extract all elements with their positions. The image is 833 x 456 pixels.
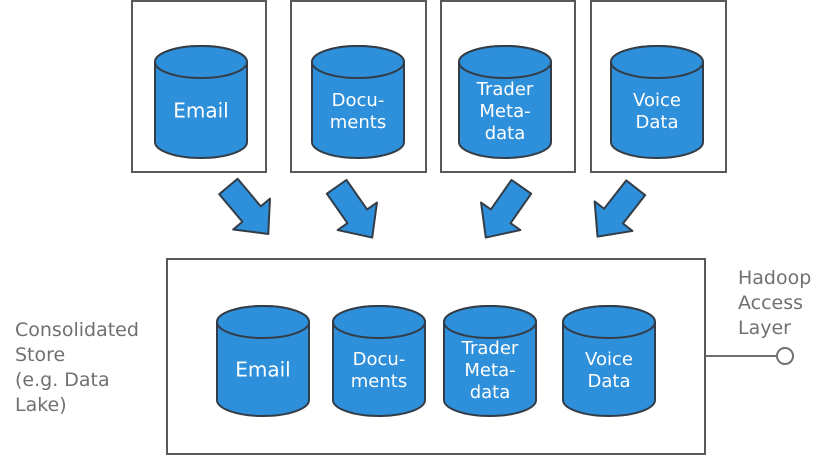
source-email-cylinder: Email bbox=[154, 45, 248, 159]
store-documents-cylinder-top bbox=[332, 305, 426, 339]
store-voice-data-label-line: Data bbox=[588, 371, 631, 392]
source-voice-data-label-line: Data bbox=[636, 112, 679, 133]
store-trader-metadata-label-line: Trader bbox=[461, 338, 519, 359]
store-trader-metadata-cylinder-top bbox=[443, 305, 537, 339]
source-documents-cylinder-top bbox=[311, 45, 405, 79]
store-trader-metadata-label-line: data bbox=[470, 382, 511, 403]
store-email-label-line: Email bbox=[235, 358, 291, 382]
source-documents-label-line: ments bbox=[330, 112, 386, 133]
source-trader-metadata-cylinder-top bbox=[458, 45, 552, 79]
arrow-voice-data bbox=[577, 172, 656, 253]
source-email-label-line: Email bbox=[173, 99, 229, 123]
source-trader-metadata-label-line: Trader bbox=[476, 79, 534, 100]
store-voice-data-cylinder-top bbox=[562, 305, 656, 339]
store-documents-label-line: ments bbox=[351, 371, 407, 392]
source-documents-cylinder: Docu-ments bbox=[311, 45, 405, 159]
arrow-documents bbox=[315, 172, 393, 253]
source-voice-data-cylinder-top bbox=[610, 45, 704, 79]
source-voice-data-label-line: Voice bbox=[633, 90, 681, 111]
consolidated-store-label: Consolidated Store (e.g. Data Lake) bbox=[15, 319, 139, 416]
store-email-cylinder-top bbox=[216, 305, 310, 339]
access-layer-connector-circle bbox=[776, 347, 794, 365]
store-documents-label-line: Docu- bbox=[353, 349, 406, 370]
store-email-cylinder: Email bbox=[216, 305, 310, 417]
store-voice-data-label-line: Voice bbox=[585, 349, 633, 370]
source-trader-metadata-label-line: data bbox=[485, 123, 526, 144]
source-email-cylinder-top bbox=[154, 45, 248, 79]
store-documents-cylinder: Docu-ments bbox=[332, 305, 426, 417]
hadoop-access-layer-label: Hadoop Access Layer bbox=[738, 267, 812, 339]
source-documents-label-line: Docu- bbox=[332, 90, 385, 111]
arrow-trader-metadata bbox=[465, 172, 543, 253]
source-trader-metadata-label-line: Meta- bbox=[479, 101, 530, 122]
arrow-email bbox=[209, 170, 288, 251]
store-trader-metadata-label-line: Meta- bbox=[464, 360, 515, 381]
